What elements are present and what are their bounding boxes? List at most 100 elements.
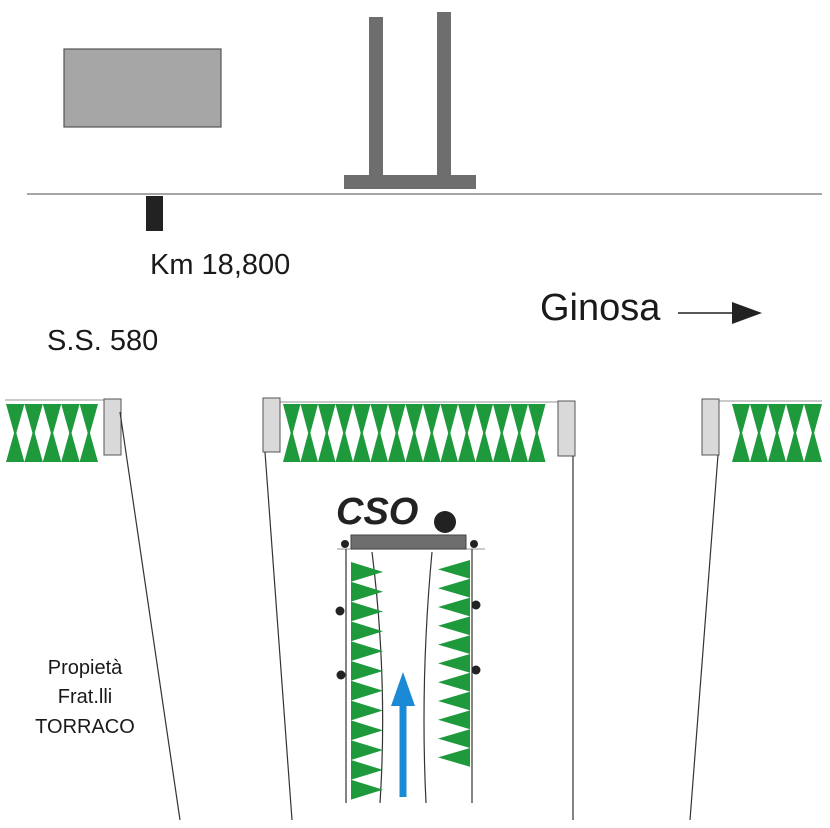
hedge-tooth xyxy=(438,672,470,692)
side-markers xyxy=(335,600,481,680)
hedge-tooth xyxy=(458,404,476,437)
hedge-left xyxy=(6,404,98,462)
km-label: Km 18,800 xyxy=(150,249,290,281)
hedge-tooth xyxy=(804,404,822,437)
hedge-tooth xyxy=(353,404,371,437)
hedge-tooth xyxy=(42,429,62,462)
hedge-right xyxy=(732,404,822,462)
hedge-tooth xyxy=(438,748,470,767)
gate-post-3 xyxy=(557,400,576,457)
hedge-tooth xyxy=(283,404,301,437)
direction-label: Ginosa xyxy=(540,287,661,329)
hedge-tooth xyxy=(24,429,43,462)
hedge-tooth xyxy=(351,562,383,582)
hedge-tooth xyxy=(528,404,546,437)
access-road xyxy=(345,549,473,804)
hedge-tooth xyxy=(351,779,383,800)
hedge-tooth xyxy=(768,429,786,462)
arrow-up-icon xyxy=(391,672,415,797)
hedge-tooth xyxy=(438,710,470,730)
hedge-tooth xyxy=(438,635,470,654)
hedge-tooth xyxy=(351,720,383,741)
site-gate xyxy=(350,534,467,550)
hedge-tooth xyxy=(475,404,493,437)
hedge-center xyxy=(283,404,546,462)
hedge-tooth xyxy=(283,429,301,462)
gantry-structure xyxy=(344,12,476,189)
hedge-tooth xyxy=(351,641,383,661)
hedge-tooth xyxy=(61,429,80,462)
gate-post-4 xyxy=(701,398,720,456)
hedge-tooth xyxy=(335,404,353,437)
hedge-tooth xyxy=(353,429,371,462)
hedge-tooth xyxy=(388,429,406,462)
hedge-tooth xyxy=(510,429,528,462)
gate-post-1 xyxy=(103,398,122,456)
gate-marker-right xyxy=(470,540,478,548)
hedge-tooth xyxy=(351,680,383,701)
hedge-tooth xyxy=(438,691,470,711)
hedge-access-left xyxy=(351,562,383,800)
owner-label-line1: Propietà xyxy=(48,657,123,679)
owner-label-line3: TORRACO xyxy=(35,716,135,738)
hedge-tooth xyxy=(528,429,546,462)
hedge-tooth xyxy=(438,560,470,579)
gate-marker-left xyxy=(341,540,349,548)
hedge-tooth xyxy=(370,404,388,437)
hedge-tooth xyxy=(79,404,98,437)
hedge-tooth xyxy=(732,429,750,462)
hedge-tooth xyxy=(493,404,511,437)
hedge-tooth xyxy=(79,429,98,462)
road-label: S.S. 580 xyxy=(47,325,158,357)
hedge-tooth xyxy=(475,429,493,462)
hedge-tooth xyxy=(370,429,388,462)
hedge-tooth xyxy=(6,404,25,437)
hedge-tooth xyxy=(42,404,62,437)
hedge-tooth xyxy=(351,740,383,760)
hedge-tooth xyxy=(351,601,383,622)
hedge-tooth xyxy=(438,616,470,636)
hedge-tooth xyxy=(440,404,458,437)
hedge-tooth xyxy=(61,404,80,437)
hedge-tooth xyxy=(318,429,336,462)
hedge-tooth xyxy=(351,661,383,681)
hedge-tooth xyxy=(351,700,383,721)
site-label: CSO xyxy=(336,491,418,533)
hedge-tooth xyxy=(351,581,383,602)
hedge-tooth xyxy=(804,429,822,462)
hedge-tooth xyxy=(750,404,768,437)
hedge-tooth xyxy=(440,429,458,462)
hedge-tooth xyxy=(351,621,383,642)
arrow-right-icon xyxy=(678,302,762,324)
hedge-tooth xyxy=(438,597,470,617)
hedge-tooth xyxy=(768,404,786,437)
hedge-tooth xyxy=(6,429,25,462)
gate-post-2 xyxy=(262,397,281,453)
hedge-tooth xyxy=(438,729,470,748)
hedge-tooth xyxy=(750,429,768,462)
hedge-tooth xyxy=(388,404,406,437)
fence-lines xyxy=(5,399,822,403)
hedge-tooth xyxy=(786,404,804,437)
hedge-tooth xyxy=(300,429,318,462)
hedge-tooth xyxy=(423,404,441,437)
km-marker-post xyxy=(146,196,163,231)
gate-posts xyxy=(103,397,720,457)
hedge-access-right xyxy=(438,560,470,767)
owner-label-line2: Frat.lli xyxy=(58,686,112,708)
hedge-tooth xyxy=(438,578,470,598)
building xyxy=(63,48,222,128)
hedge-tooth xyxy=(438,654,470,673)
hedge-tooth xyxy=(300,404,318,437)
hedge-tooth xyxy=(458,429,476,462)
hedge-tooth xyxy=(423,429,441,462)
hedge-tooth xyxy=(24,404,43,437)
hedge-tooth xyxy=(493,429,511,462)
hedge-tooth xyxy=(510,404,528,437)
hedge-tooth xyxy=(405,404,423,437)
site-marker xyxy=(434,511,456,533)
hedge-tooth xyxy=(351,760,383,780)
hedge-tooth xyxy=(405,429,423,462)
